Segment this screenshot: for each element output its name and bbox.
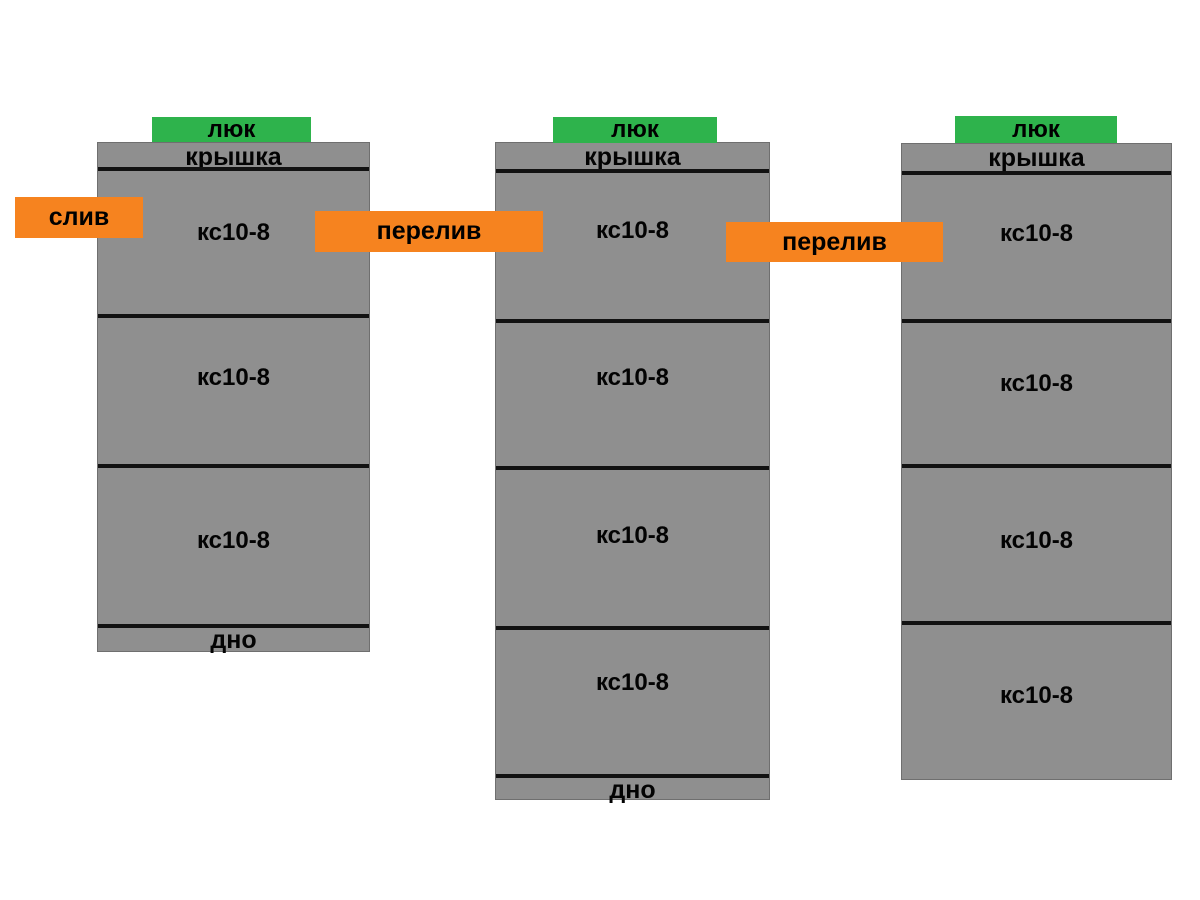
ring-label: кс10-8	[595, 217, 670, 244]
ring-label: кс10-8	[595, 669, 670, 696]
hatch-label: люк	[955, 116, 1117, 143]
overflow-label: перелив	[726, 222, 943, 262]
cover-label: крышка	[988, 144, 1085, 172]
ring-label: кс10-8	[999, 682, 1074, 709]
joint-line	[98, 167, 369, 171]
overflow-label: перелив	[315, 211, 543, 252]
drain-label: слив	[15, 197, 143, 238]
joint-line	[496, 626, 769, 630]
cover-label: крышка	[185, 143, 282, 171]
ring-label: кс10-8	[595, 522, 670, 549]
ring-label: кс10-8	[196, 219, 271, 246]
joint-line	[902, 319, 1171, 323]
joint-line	[98, 624, 369, 628]
bottom-label: дно	[210, 626, 257, 654]
joint-line	[496, 774, 769, 778]
joint-line	[98, 314, 369, 318]
joint-line	[496, 169, 769, 173]
tank-3: крышка кс10-8 кс10-8 кс10-8 кс10-8	[901, 143, 1172, 780]
joint-line	[902, 621, 1171, 625]
ring-label: кс10-8	[999, 370, 1074, 397]
cover-label: крышка	[584, 143, 681, 171]
joint-line	[496, 466, 769, 470]
hatch-label: люк	[553, 116, 717, 143]
ring-label: кс10-8	[999, 527, 1074, 554]
ring-label: кс10-8	[595, 364, 670, 391]
joint-line	[902, 464, 1171, 468]
joint-line	[98, 464, 369, 468]
hatch-label: люк	[152, 116, 311, 143]
ring-label: кс10-8	[196, 364, 271, 391]
ring-label: кс10-8	[196, 527, 271, 554]
bottom-label: дно	[609, 776, 656, 804]
joint-line	[902, 171, 1171, 175]
ring-label: кс10-8	[999, 220, 1074, 247]
joint-line	[496, 319, 769, 323]
